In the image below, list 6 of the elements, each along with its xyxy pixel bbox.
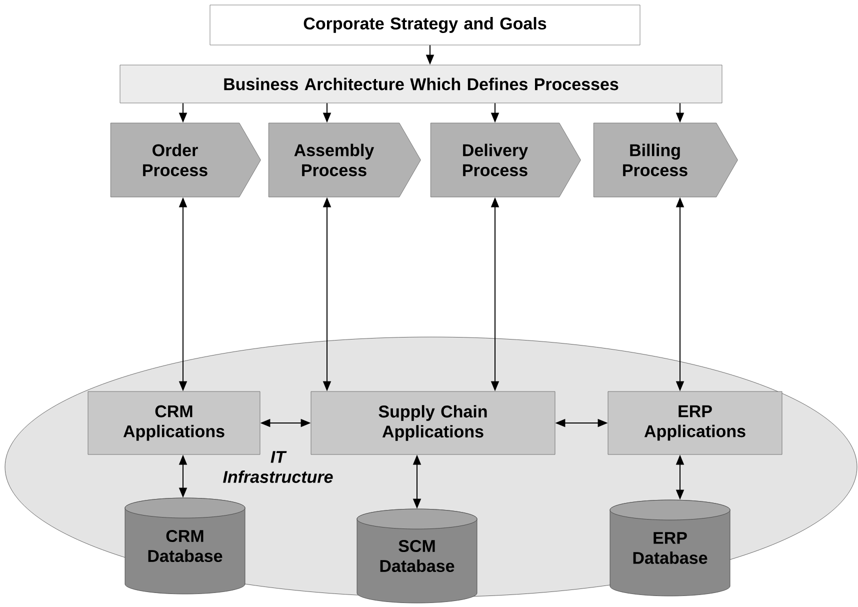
process-box: Supply Chain Applications [310, 391, 556, 455]
process-box: Corporate Strategy and Goals [210, 4, 640, 46]
database-cylinder: SCM Database [356, 508, 478, 604]
process-box: Business Architecture Which Defines Processes [120, 64, 722, 104]
process-box: CRM Applications [88, 391, 260, 455]
process-box: ERP Applications [608, 391, 782, 455]
